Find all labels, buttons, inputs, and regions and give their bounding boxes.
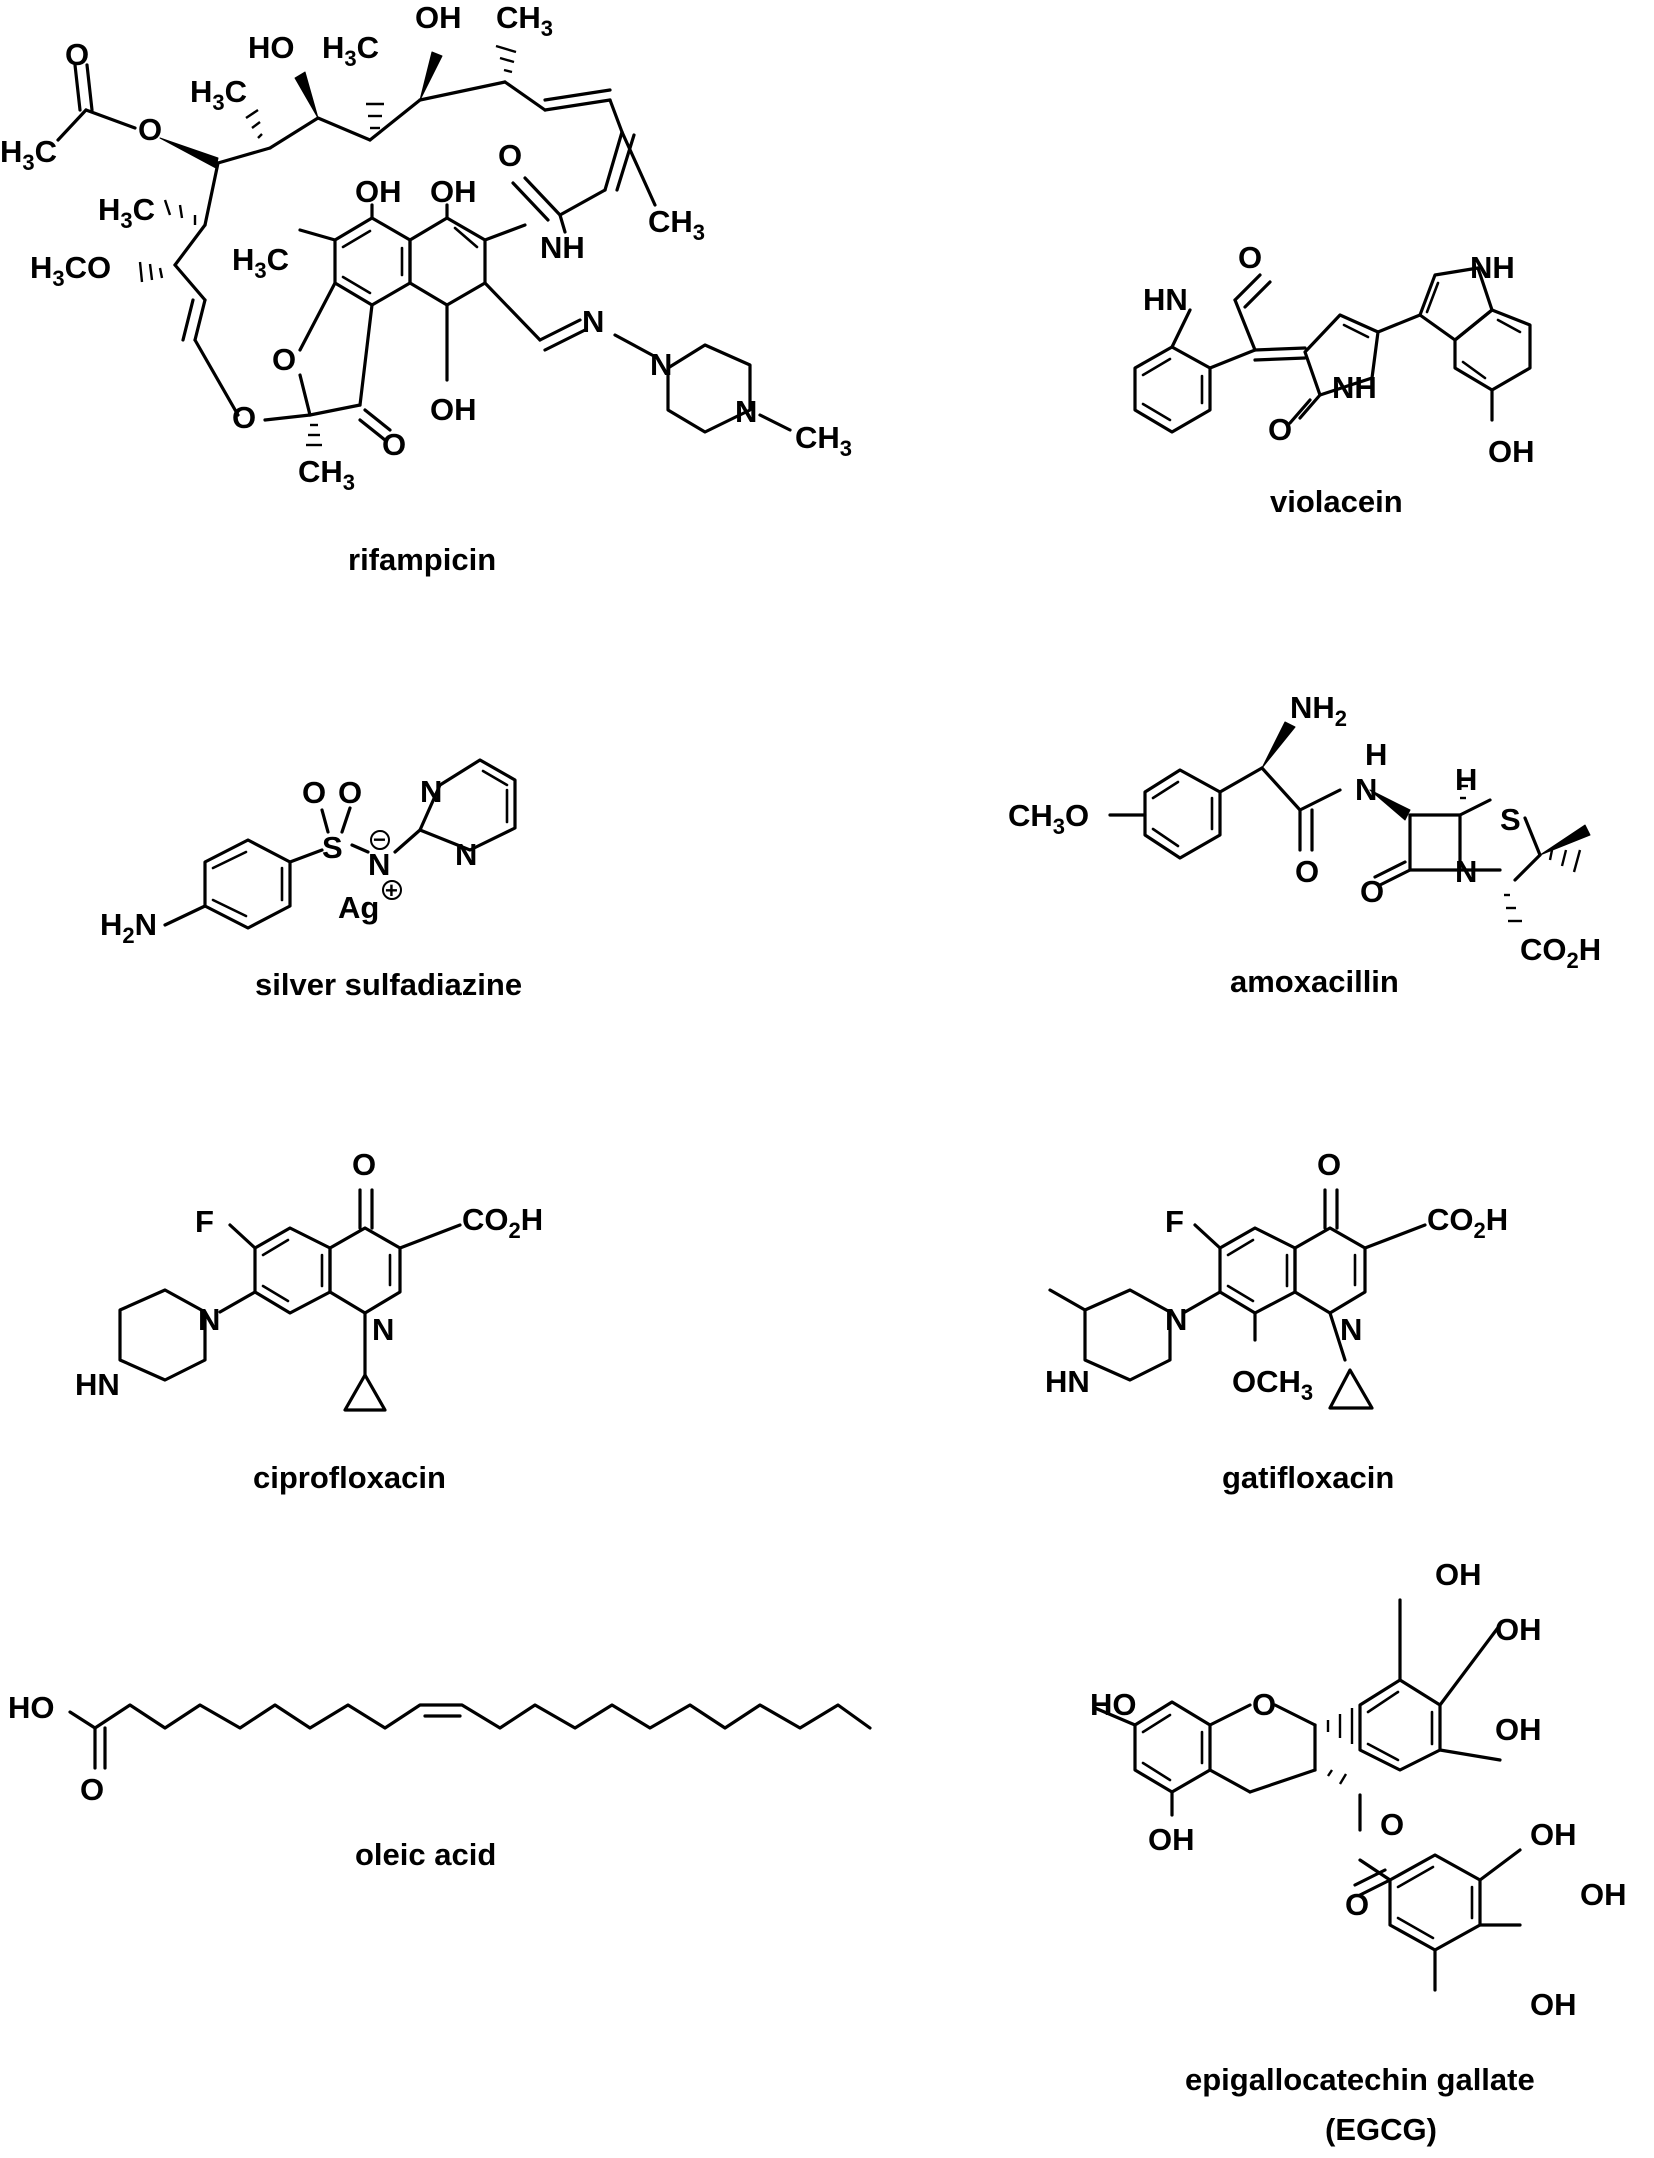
egcg-b-ring-hydroxyl-1: OH: [1435, 1557, 1482, 1592]
rif-amide-oxygen: O: [498, 138, 522, 173]
amox-amine: NH2: [1290, 690, 1347, 731]
egcg-a-ring-hydroxyl-1: HO: [1090, 1687, 1137, 1722]
rif-methoxy: H3CO: [30, 250, 111, 291]
amox-amide-o: O: [1295, 854, 1319, 889]
rif-quaternary-methyl: CH3: [298, 454, 355, 495]
rif-ring-methyl: H3C: [232, 242, 289, 283]
structure-egcg: HO OH O OH OH OH O O OH OH OH epigalloca…: [1090, 1557, 1627, 2147]
rif-furan-oxygen: O: [272, 342, 296, 377]
cipro-fluorine: F: [195, 1204, 214, 1239]
vio-indole-nh: NH: [1470, 250, 1515, 285]
ssd-nitrogen: N: [368, 847, 390, 882]
gati-quinolone-n: N: [1340, 1312, 1362, 1347]
vio-hydroxyl: OH: [1488, 434, 1535, 469]
rif-ether-oxygen: O: [232, 400, 256, 435]
rif-methyl-4: CH3: [648, 204, 705, 245]
rif-carbonyl-oxygen: O: [65, 37, 89, 72]
amox-lactam-n: N: [1455, 854, 1477, 889]
amox-amide-h: H: [1365, 737, 1387, 772]
caption-egcg: epigallocatechin gallate: [1185, 2062, 1535, 2097]
structure-violacein: HN O O NH NH OH violacein: [1133, 240, 1535, 519]
caption-amoxacillin: amoxacillin: [1230, 964, 1399, 999]
rif-piperazine-n2: N: [735, 394, 757, 429]
ssd-pyrimidine-n2: N: [455, 837, 477, 872]
egcg-galloyl-hydroxyl-3: OH: [1530, 1987, 1577, 2022]
rif-phenol-1: OH: [355, 174, 402, 209]
rif-acetyl-methyl: H3C: [0, 134, 57, 175]
rif-methyl-2: H3C: [322, 30, 379, 71]
ssd-oxygen-2: O: [338, 775, 362, 810]
vio-pyrrolone-o: O: [1268, 412, 1292, 447]
caption-silver-sulfadiazine: silver sulfadiazine: [255, 967, 522, 1002]
vio-lactam-o: O: [1238, 240, 1262, 275]
vio-pyrrolone-nh: NH: [1332, 370, 1377, 405]
ssd-sulfur: S: [322, 830, 343, 865]
egcg-galloyl-hydroxyl-1: OH: [1530, 1817, 1577, 1852]
egcg-galloyl-hydroxyl-2: OH: [1580, 1877, 1627, 1912]
rif-phenol-3: OH: [430, 392, 477, 427]
rif-imine-n: N: [582, 304, 604, 339]
structure-rifampicin: O H3C O H3C HO H3C OH CH3 O CH3 NH H3C H…: [0, 0, 852, 577]
amox-lactam-o: O: [1360, 874, 1384, 909]
amox-amide-n: N: [1355, 772, 1377, 807]
egcg-b-ring-hydroxyl-2: OH: [1495, 1612, 1542, 1647]
gati-piperazine-nh: HN: [1045, 1364, 1090, 1399]
ssd-silver: Ag: [338, 890, 379, 925]
cipro-piperazine-n: N: [198, 1302, 220, 1337]
egcg-ester-oxygen: O: [1380, 1807, 1404, 1842]
gati-fluorine: F: [1165, 1204, 1184, 1239]
structure-gatifloxacin: O F CO2H N N HN OCH3 gatifloxacin: [1045, 1147, 1508, 1495]
cipro-piperazine-nh: HN: [75, 1367, 120, 1402]
rif-ester-oxygen: O: [138, 112, 162, 147]
rif-methyl-5: H3C: [98, 192, 155, 233]
amox-methoxy: CH3O: [1008, 798, 1089, 839]
rif-hydroxyl-2: OH: [415, 0, 462, 35]
ssd-amine: H2N: [100, 907, 157, 948]
gati-carboxyl: CO2H: [1427, 1202, 1508, 1243]
egcg-carbonyl-oxygen: O: [1345, 1887, 1369, 1922]
caption-oleic-acid: oleic acid: [355, 1837, 496, 1872]
ssd-oxygen-1: O: [302, 775, 326, 810]
cipro-quinolone-n: N: [372, 1312, 394, 1347]
rif-piperazine-n1: N: [650, 347, 672, 382]
structure-amoxacillin: CH3O NH2 H N O H S O N CO2H amoxacillin: [1008, 690, 1601, 999]
oleic-hydroxyl: HO: [8, 1690, 55, 1725]
gati-methoxy: OCH3: [1232, 1364, 1313, 1405]
amox-bridgehead-h: H: [1455, 762, 1477, 797]
gati-piperazine-n: N: [1165, 1302, 1187, 1337]
ssd-negative-charge: −: [373, 827, 386, 852]
rif-hydroxyl-1: HO: [248, 30, 295, 65]
structure-oleic-acid: HO O oleic acid: [8, 1690, 872, 1872]
cipro-carboxyl: CO2H: [462, 1202, 543, 1243]
structure-ciprofloxacin: O F CO2H N N HN ciprofloxacin: [75, 1147, 543, 1495]
gati-ketone-o: O: [1317, 1147, 1341, 1182]
amox-sulfur: S: [1500, 802, 1521, 837]
amox-carboxyl: CO2H: [1520, 932, 1601, 973]
rif-ketone-oxygen: O: [382, 427, 406, 462]
vio-lactam-nh: HN: [1143, 282, 1188, 317]
rif-amide-nh: NH: [540, 230, 585, 265]
rif-phenol-2: OH: [430, 174, 477, 209]
structure-silver-sulfadiazine: O O S N − N N Ag + H2N silver sulfadiazi…: [100, 758, 522, 1002]
rif-methyl-1: H3C: [190, 74, 247, 115]
caption-rifampicin: rifampicin: [348, 542, 496, 577]
caption-egcg-abbreviation: (EGCG): [1325, 2112, 1437, 2147]
rif-methyl-3: CH3: [496, 0, 553, 41]
cipro-ketone-o: O: [352, 1147, 376, 1182]
ssd-positive-charge: +: [385, 878, 398, 903]
rif-n-methyl: CH3: [795, 420, 852, 461]
caption-gatifloxacin: gatifloxacin: [1222, 1460, 1394, 1495]
egcg-pyran-oxygen: O: [1252, 1687, 1276, 1722]
egcg-a-ring-hydroxyl-2: OH: [1148, 1822, 1195, 1857]
oleic-carbonyl-o: O: [80, 1772, 104, 1807]
egcg-b-ring-hydroxyl-3: OH: [1495, 1712, 1542, 1747]
caption-ciprofloxacin: ciprofloxacin: [253, 1460, 446, 1495]
ssd-pyrimidine-n1: N: [420, 774, 442, 809]
caption-violacein: violacein: [1270, 484, 1403, 519]
